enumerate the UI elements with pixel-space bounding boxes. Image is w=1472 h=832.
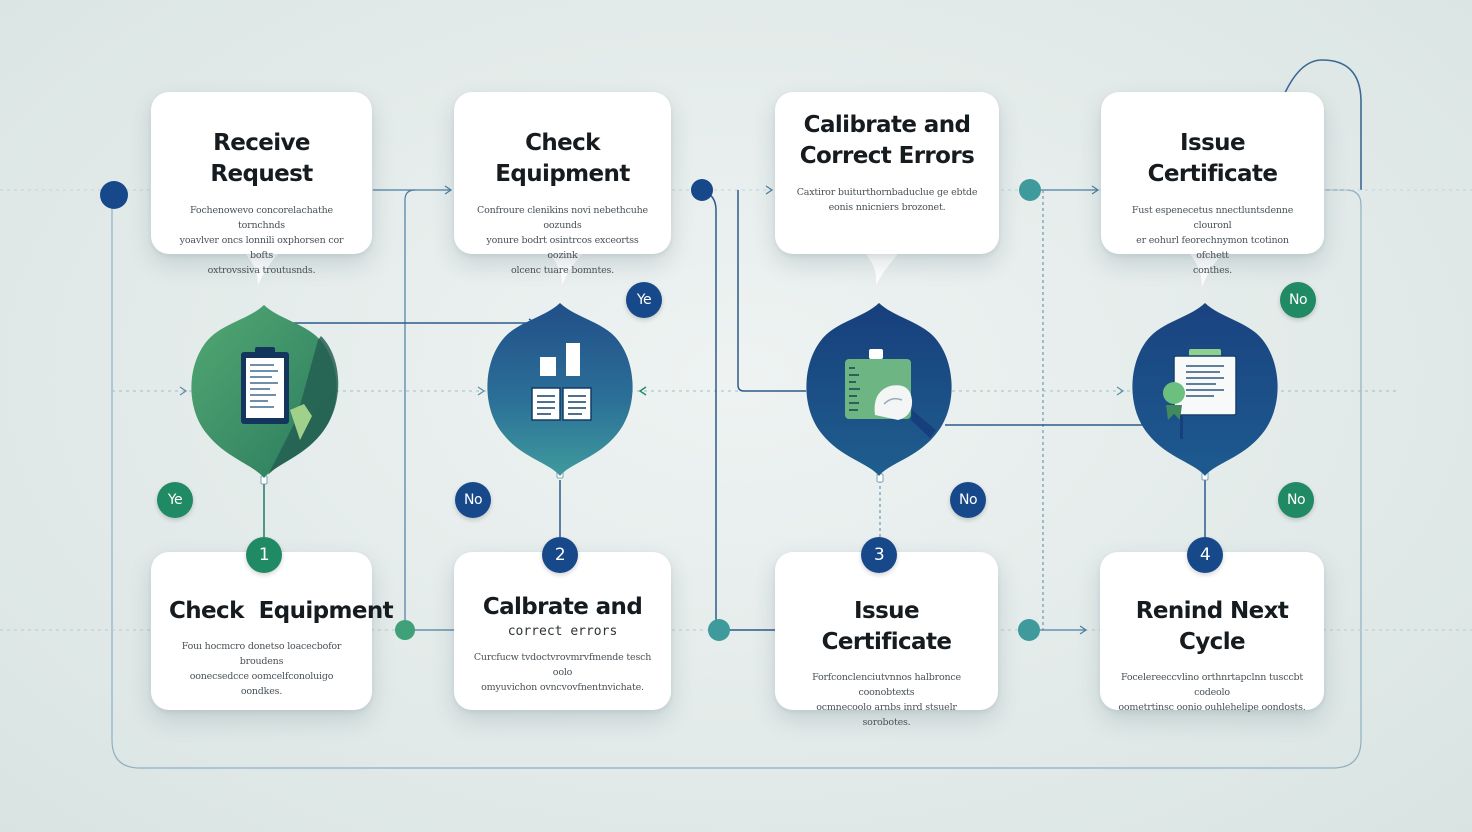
step-title: Calibrate and Correct Errors — [799, 112, 975, 169]
step-number-badge: 2 — [542, 537, 578, 573]
step-card-issue-certificate: Issue Certificate Fust espenecetus nnect… — [1101, 92, 1324, 276]
step-card-calibrate-correct: Calibrate and Correct Errors Caxtiror bu… — [775, 92, 999, 254]
junction-dot — [691, 179, 713, 201]
step-description: Fochenowevo concorelachathe tornchnds yo… — [179, 205, 344, 276]
step-number-badge: 3 — [861, 537, 897, 573]
bottom-card-description: Focelereeccvlino orthnrtapclnn tusccbt c… — [1118, 672, 1306, 713]
decision-badge-no: No — [1278, 482, 1314, 518]
decision-badge-yes: Ye — [157, 482, 193, 518]
step-number-badge: 4 — [1187, 537, 1223, 573]
bottom-card-title: Renind Next Cycle — [1135, 598, 1289, 655]
bottom-card-title: Check Equipment — [169, 598, 394, 624]
bottom-card-subtitle: correct errors — [507, 624, 618, 639]
step-description: Confroure clenikins novi nebethcuhe oozu… — [477, 205, 648, 276]
bottom-card-4: Renind Next Cycle Focelereeccvlino orthn… — [1100, 552, 1324, 713]
step-card-check-equipment: Check Equipment Confroure clenikins novi… — [454, 92, 671, 276]
step-title: Issue Certificate — [1147, 130, 1278, 187]
decision-badge-no: No — [950, 482, 986, 518]
bottom-card-title: Issue Certificate — [821, 598, 952, 655]
junction-dot — [1019, 179, 1041, 201]
certificate-icon — [1163, 349, 1237, 439]
step-description: Fust espenecetus nnectluntsdenne clouron… — [1131, 205, 1294, 276]
step-description: Caxtiror buiturthornbaduclue ge ebtde eo… — [796, 187, 978, 213]
step-title: Receive Request — [210, 130, 313, 187]
step-title: Check Equipment — [495, 130, 630, 187]
step-card-receive-request: Receive Request Fochenowevo concorelacha… — [151, 92, 372, 276]
bottom-card-3: Issue Certificate Forfconclenciutvnnos h… — [775, 552, 998, 728]
junction-dot — [100, 181, 128, 209]
bottom-card-2: Calbrate and correct errors Curcfucw tvd… — [454, 552, 671, 710]
bottom-card-1: Check Equipment Fouı hocmcro donetso loa… — [151, 552, 394, 710]
calibration-device-icon — [845, 349, 936, 438]
bottom-card-description: Forfconclenciutvnnos halbronce coonobtex… — [812, 672, 961, 728]
junction-dot — [1018, 619, 1040, 641]
junction-dot — [395, 620, 415, 640]
decision-badge-no: No — [1280, 282, 1316, 318]
bottom-card-description: Curcfucw tvdoctvrovmrvfmende tesch oolo … — [473, 652, 652, 693]
step-number-badge: 1 — [246, 537, 282, 573]
clipboard-icon — [241, 347, 312, 440]
bottom-card-title: Calbrate and — [482, 594, 643, 620]
bottom-card-description: Fouı hocmcro donetso loacecbofor brouden… — [181, 641, 342, 697]
chart-documents-icon — [531, 343, 592, 421]
junction-dot — [708, 619, 730, 641]
decision-badge-yes: Ye — [626, 282, 662, 318]
decision-badge-no: No — [455, 482, 491, 518]
